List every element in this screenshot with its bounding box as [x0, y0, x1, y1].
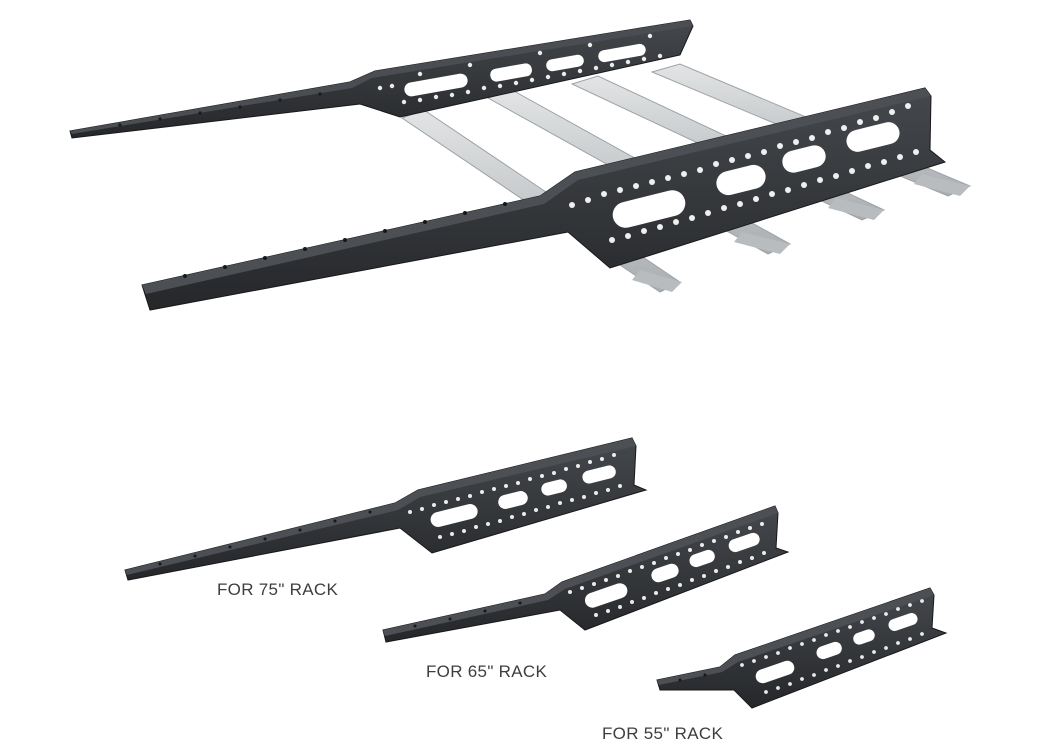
caption-65-rack: FOR 65" RACK	[426, 662, 548, 681]
caption-55-rack: FOR 55" RACK	[602, 724, 724, 743]
caption-75-rack: FOR 75" RACK	[217, 580, 339, 599]
plate-55	[656, 587, 948, 709]
back-side-plate	[69, 19, 694, 139]
front-side-plate	[141, 87, 947, 311]
plate-75	[124, 437, 648, 581]
plate-65	[382, 505, 790, 643]
rack-assembly	[69, 19, 972, 311]
